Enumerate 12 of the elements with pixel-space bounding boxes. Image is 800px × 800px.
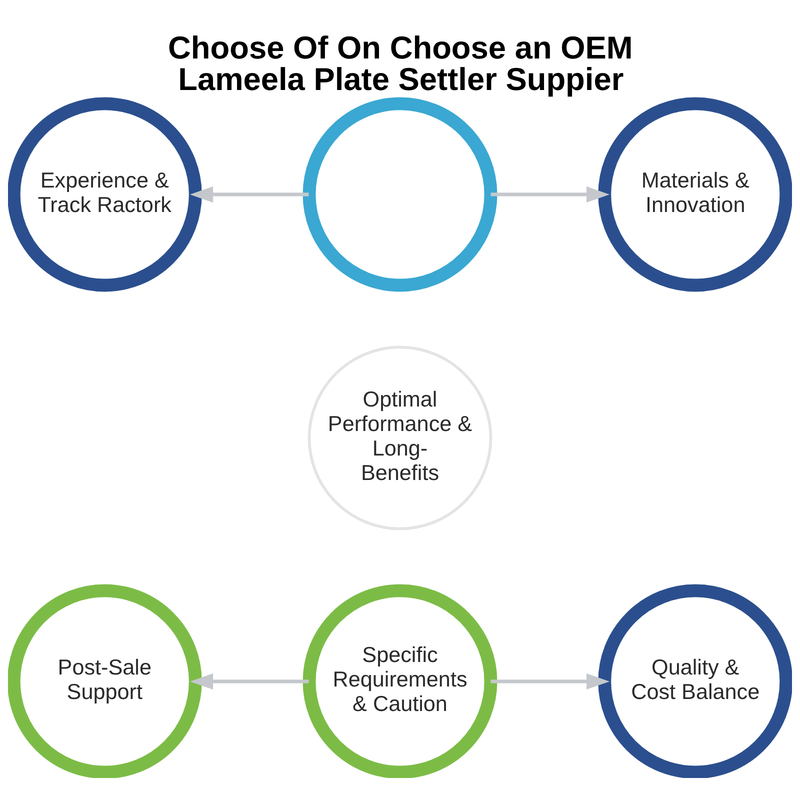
arrow (490, 672, 610, 690)
node-circle (302, 96, 498, 292)
node-circle: Experience & Track Ractork (8, 96, 202, 292)
node-circle: Specific Requirements & Caution (302, 584, 498, 778)
node-circle: Post-Sale Support (8, 584, 202, 778)
node-circle: Materials & Innovation (598, 96, 792, 292)
node-circle: Quality & Cost Balance (598, 584, 792, 778)
arrow (190, 672, 309, 690)
diagram-title: Choose Of On Choose an OEM Lameela Plate Settler Suppier (168, 28, 633, 97)
node-circle: Optimal Performance & Long- Benefits (308, 345, 492, 530)
arrow (190, 186, 309, 202)
arrow (490, 186, 610, 202)
